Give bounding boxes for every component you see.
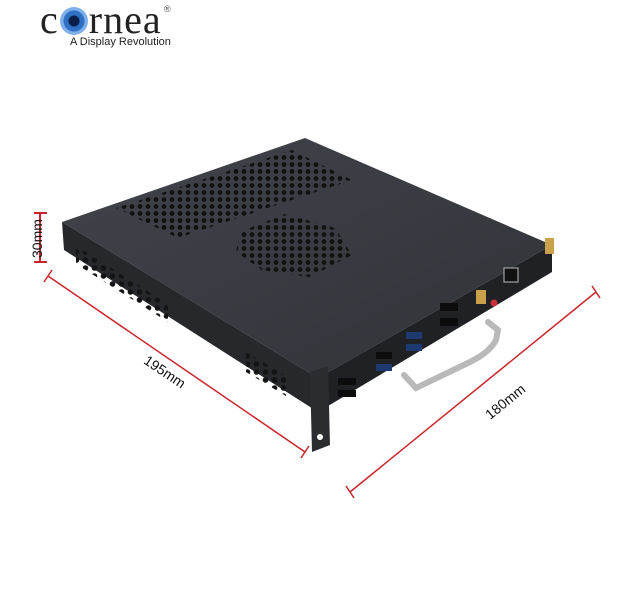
registered-mark: ®: [164, 4, 171, 14]
antenna-connectors: [476, 238, 554, 304]
brand-tagline: A Display Revolution: [70, 36, 171, 48]
mounting-bracket: [310, 366, 330, 452]
fan-grille: [236, 214, 352, 277]
ethernet-port: [503, 267, 519, 283]
dimension-height: [34, 212, 47, 263]
handle: [401, 319, 502, 392]
side-vent-left: [76, 246, 168, 322]
usb-ports: [338, 303, 458, 397]
side-vent-right: [246, 352, 286, 396]
dimension-height-label: 30mm: [29, 219, 45, 258]
dimension-depth: [345, 285, 601, 499]
eye-o-icon: [59, 7, 88, 35]
dimension-length: [43, 269, 310, 459]
top-vent: [116, 150, 352, 238]
audio-jack: [490, 299, 498, 307]
